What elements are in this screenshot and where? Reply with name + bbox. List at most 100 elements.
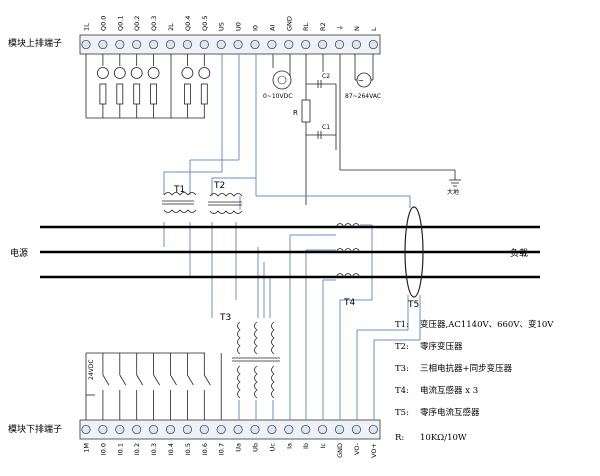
resistor-label: R <box>293 109 298 117</box>
top-terminal <box>182 39 192 50</box>
top-terminal-label: RL <box>302 22 310 31</box>
lamp-icon <box>147 67 160 79</box>
bottom-terminal <box>368 424 378 435</box>
top-terminal <box>233 39 243 50</box>
top-terminal <box>284 39 294 50</box>
lamp-icon <box>113 67 126 79</box>
bottom-terminal <box>81 424 91 435</box>
supply-label: 87~264VAC <box>345 93 381 100</box>
bottom-terminal-label: I0.0 <box>99 443 107 455</box>
top-terminal <box>216 39 226 50</box>
legend-key: T5: <box>395 408 409 418</box>
blue-wiring <box>163 54 421 420</box>
bottom-terminal-label: Ua <box>235 443 243 452</box>
switch-icon <box>102 374 110 386</box>
t2-label: T2 <box>213 181 225 191</box>
legend-text: 变压器,AC1140V、660V、变10V <box>420 319 554 330</box>
top-terminal-label: Q0.4 <box>184 16 192 31</box>
top-terminal <box>149 39 159 50</box>
bottom-terminal-label: I0.2 <box>133 443 141 455</box>
top-block-label: 模块上排端子 <box>8 37 62 49</box>
top-terminal-label: 2L <box>167 23 175 31</box>
bottom-terminal-label: Ib <box>302 443 310 449</box>
bottom-terminal-label: I0.5 <box>184 443 192 455</box>
bottom-terminal <box>334 424 345 435</box>
top-terminal <box>250 39 260 50</box>
switch-icon <box>136 374 144 386</box>
t4-label: T4 <box>343 298 355 308</box>
legend-key: T1: <box>395 320 409 330</box>
svg-text:~: ~ <box>358 77 364 85</box>
top-terminal-label: U0 <box>235 22 243 31</box>
top-terminal-label: L <box>370 27 378 31</box>
three-phase-lines <box>40 225 540 279</box>
switch-icon <box>203 374 211 386</box>
bottom-terminal <box>132 424 142 435</box>
top-terminal-label: ⏚ <box>336 25 344 32</box>
bottom-terminal <box>149 424 159 435</box>
top-terminal-label: N <box>353 26 361 31</box>
bottom-terminal-label: Ia <box>285 443 293 449</box>
bottom-terminal-label: 1M <box>83 443 91 453</box>
transformer-t1 <box>162 192 197 213</box>
bottom-terminal-label: I0.3 <box>150 443 158 455</box>
top-terminal <box>351 39 361 50</box>
bottom-terminal <box>250 424 260 435</box>
ac-supply: ~ 87~264VAC <box>345 54 381 100</box>
earth-label: 大地 <box>447 188 459 196</box>
bottom-terminal <box>318 424 328 435</box>
top-terminal-label: I0 <box>252 25 260 31</box>
top-terminal-label: AI <box>268 25 276 31</box>
source-label: 电源 <box>10 247 28 259</box>
coil-icon <box>150 83 158 105</box>
bottom-terminal-label: I0.7 <box>218 443 226 455</box>
bottom-terminal <box>267 424 277 435</box>
top-terminal <box>318 39 328 50</box>
legend-key: T4: <box>395 386 409 396</box>
coil-icon <box>116 83 124 105</box>
bottom-terminal-label: VO+ <box>370 443 378 458</box>
top-terminal <box>368 39 378 50</box>
bottom-terminal <box>351 424 361 435</box>
supply-24v-label: 24VDC <box>88 359 95 380</box>
capacitor-c2-label: C2 <box>322 73 330 80</box>
relay-output-loads <box>85 54 211 119</box>
lamp-icon <box>198 67 211 79</box>
top-terminal <box>81 39 91 50</box>
t3-label: T3 <box>219 313 231 323</box>
top-terminal-label: Q0.3 <box>150 16 158 31</box>
bottom-terminal-label: I0.1 <box>116 443 124 455</box>
switch-icon <box>170 374 177 386</box>
coil-icon <box>99 83 107 105</box>
bottom-block-label: 模块下排端子 <box>8 423 62 435</box>
bottom-terminal <box>98 424 108 435</box>
bottom-terminal-label: I0.4 <box>167 443 175 455</box>
digital-input-switches <box>85 352 222 420</box>
top-terminal <box>115 39 125 50</box>
coil-icon <box>200 83 208 105</box>
top-terminal <box>165 39 176 50</box>
top-terminal-label: 1L <box>83 23 91 31</box>
bottom-terminal-label: Uc <box>268 443 276 452</box>
legend-key: T2: <box>395 342 409 352</box>
bottom-terminal <box>301 424 311 435</box>
legend-text: 零序电流互感器 <box>420 407 480 418</box>
t1-label: T1 <box>173 185 185 195</box>
t5-label: T5 <box>407 300 419 310</box>
bottom-terminal <box>233 424 243 435</box>
transformer-t5 <box>404 206 424 298</box>
legend: T1:变压器,AC1140V、660V、变10VT2:零序变压器T3:三相电抗器… <box>395 319 554 443</box>
lamp-icon <box>97 67 109 79</box>
switch-icon <box>119 374 127 386</box>
bottom-terminal-label: Ub <box>252 443 260 452</box>
bottom-terminal <box>199 424 209 435</box>
top-terminal-label: Q0.2 <box>133 16 141 31</box>
top-terminal-label: US <box>218 22 226 31</box>
top-terminal <box>334 39 345 50</box>
legend-text: 10KΩ/10W <box>420 433 467 443</box>
legend-key: R: <box>395 433 404 443</box>
legend-text: 三相电抗器+同步变压器 <box>420 363 513 374</box>
